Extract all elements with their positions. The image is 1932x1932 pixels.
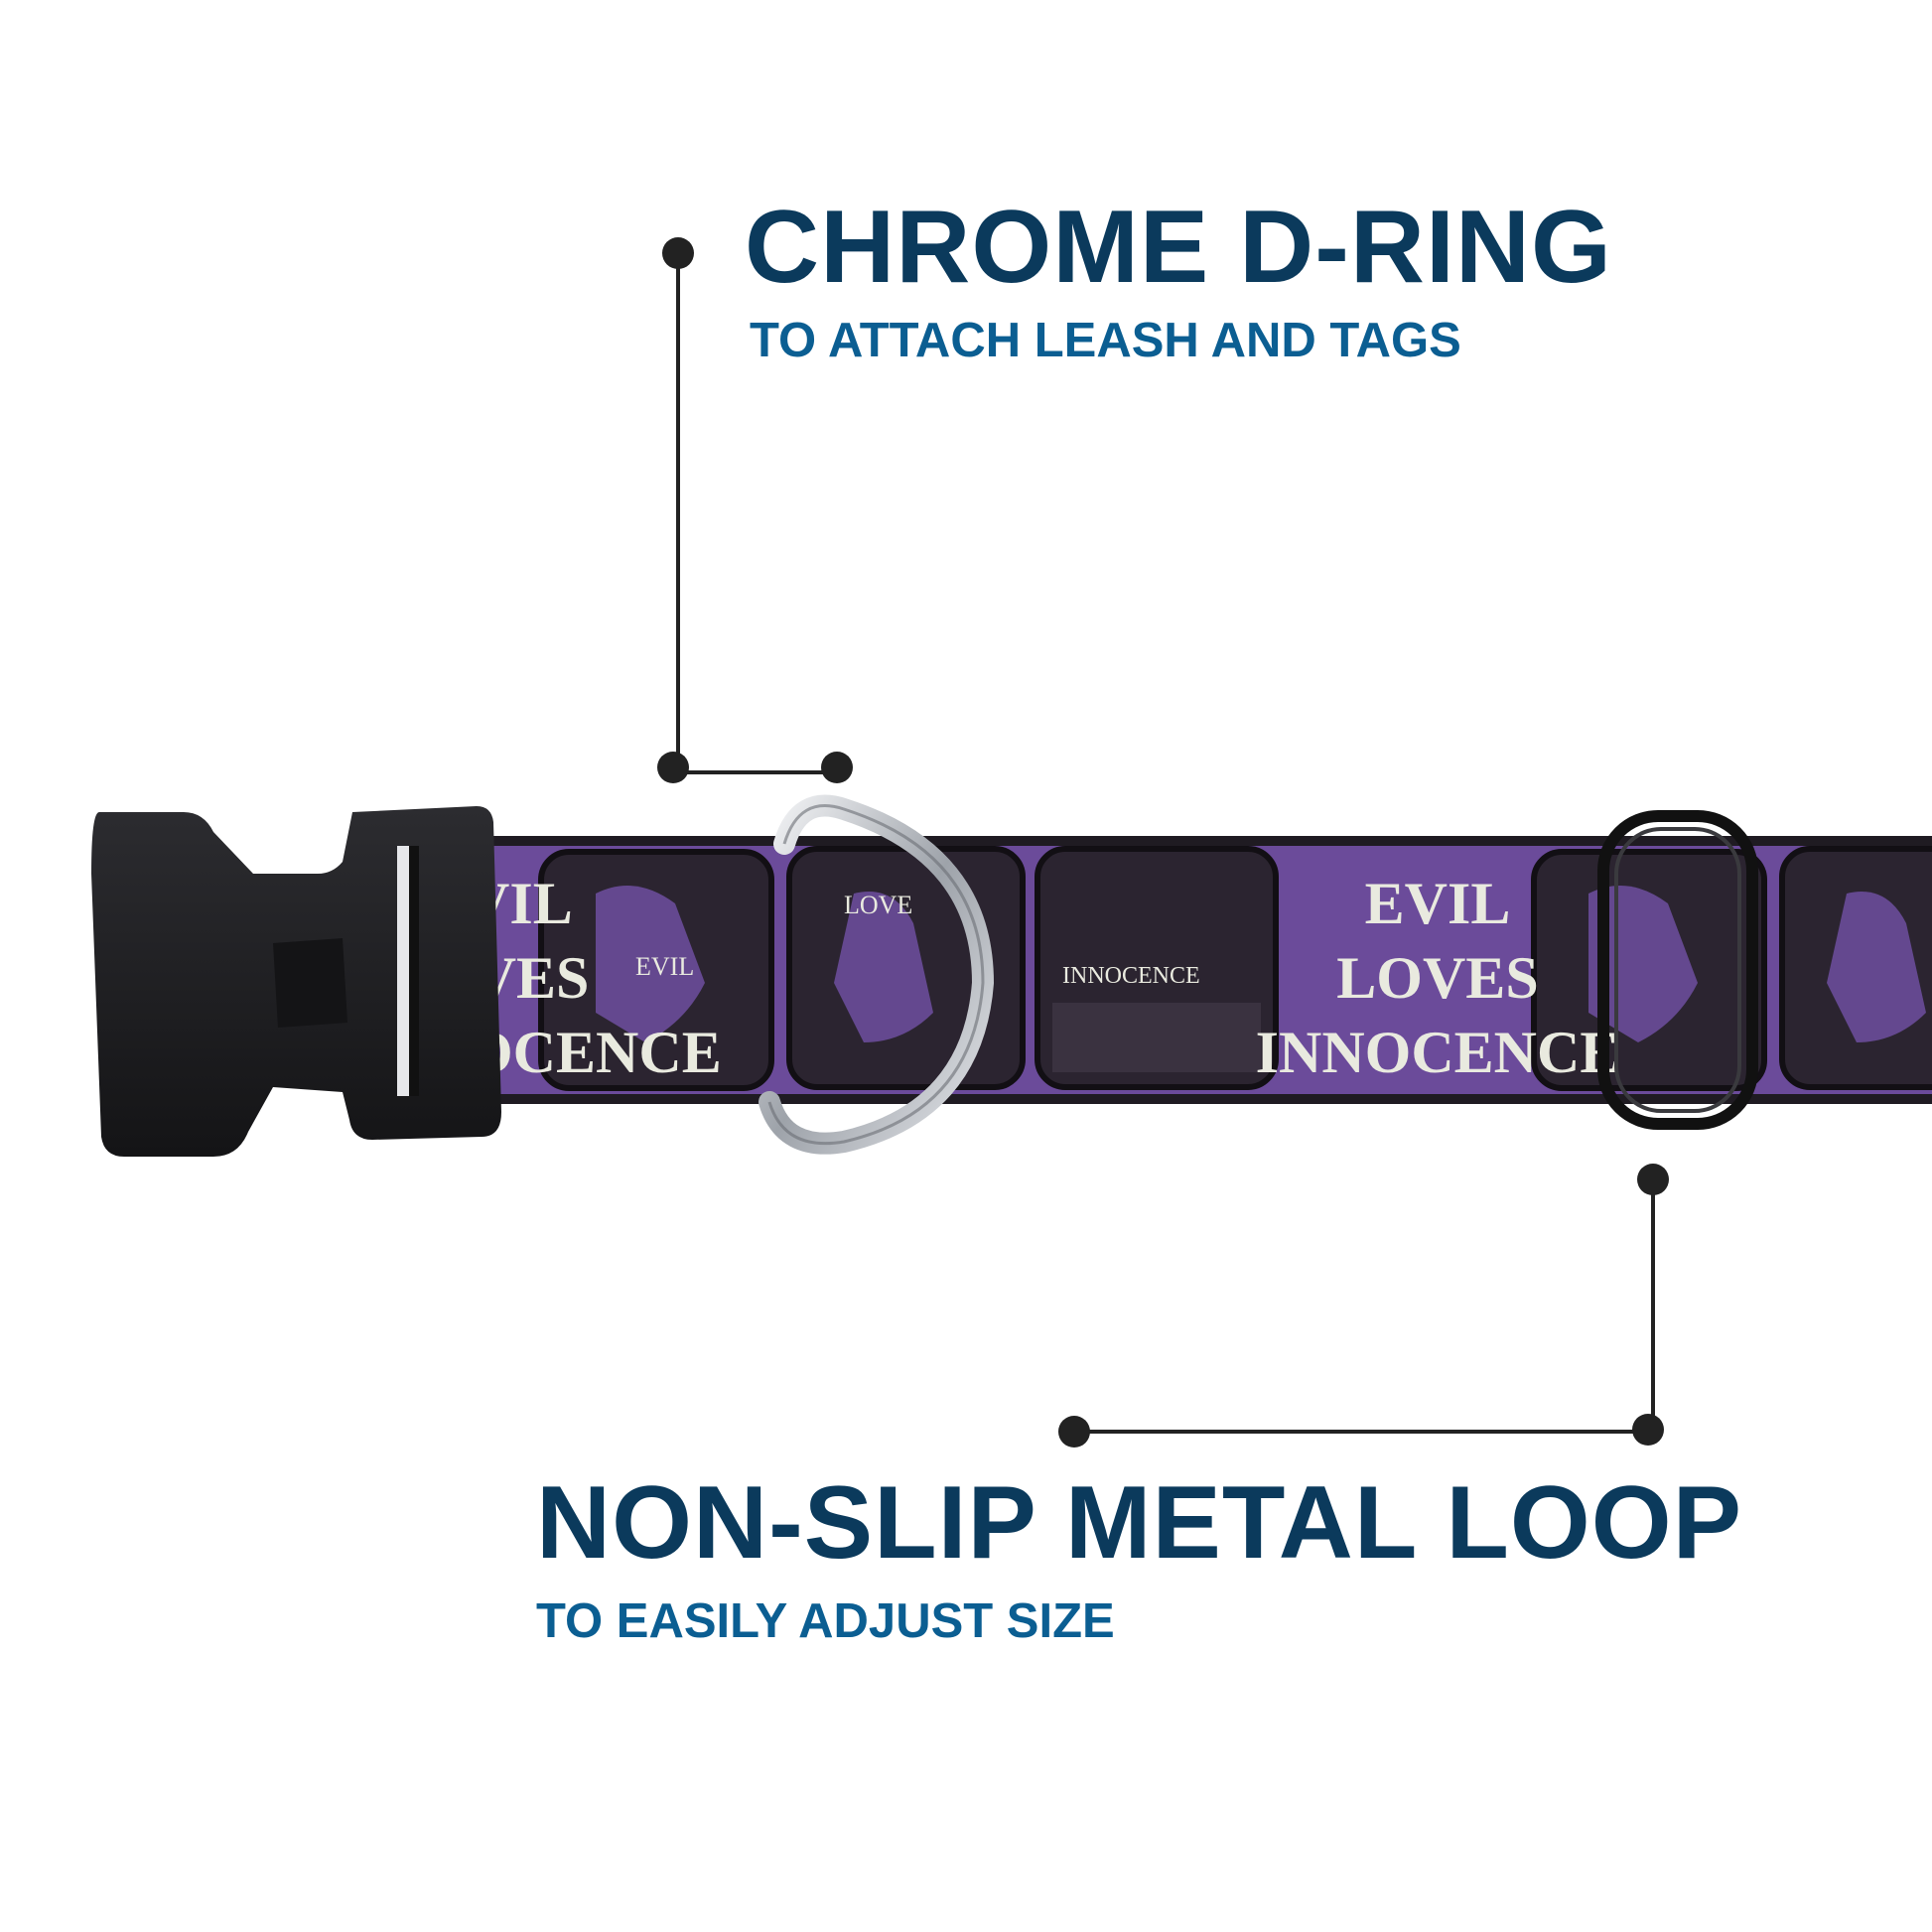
print-line-innocence: INNOCENCE	[1256, 1020, 1620, 1085]
d-ring-connector	[657, 237, 853, 783]
collar-strap: EVIL LOVE INNOCENCE	[407, 836, 1932, 1104]
slider-loop	[1597, 810, 1758, 1130]
connector-dot	[657, 752, 689, 783]
print-line-evil: EVIL	[1365, 871, 1511, 936]
connector-dot	[1637, 1164, 1669, 1195]
buckle	[91, 806, 501, 1157]
panel-label-innocence: INNOCENCE	[1062, 963, 1200, 989]
print-panel: EVIL	[538, 849, 774, 1091]
print-panel: INNOCENCE	[1035, 846, 1279, 1090]
connector-dot	[821, 752, 853, 783]
connector-dot	[1632, 1414, 1664, 1446]
panel-label-evil: EVIL	[635, 952, 694, 981]
loop-connector	[1058, 1164, 1669, 1448]
loop-callout-subtitle: TO EASILY ADJUST SIZE	[536, 1594, 1115, 1648]
print-text-block: EVIL LOVES INNOCENCE	[1256, 871, 1620, 1085]
print-line-loves: LOVES	[1336, 945, 1538, 1011]
d-ring-callout-subtitle: TO ATTACH LEASH AND TAGS	[750, 314, 1461, 367]
print-panel	[1779, 846, 1932, 1090]
d-ring-callout-title: CHROME D-RING	[745, 190, 1612, 305]
panel-label-love: LOVE	[844, 891, 912, 919]
connector-dot	[1058, 1416, 1090, 1448]
d-ring	[759, 794, 995, 1155]
connector-dot	[662, 237, 694, 269]
loop-callout-title: NON-SLIP METAL LOOP	[536, 1465, 1743, 1581]
